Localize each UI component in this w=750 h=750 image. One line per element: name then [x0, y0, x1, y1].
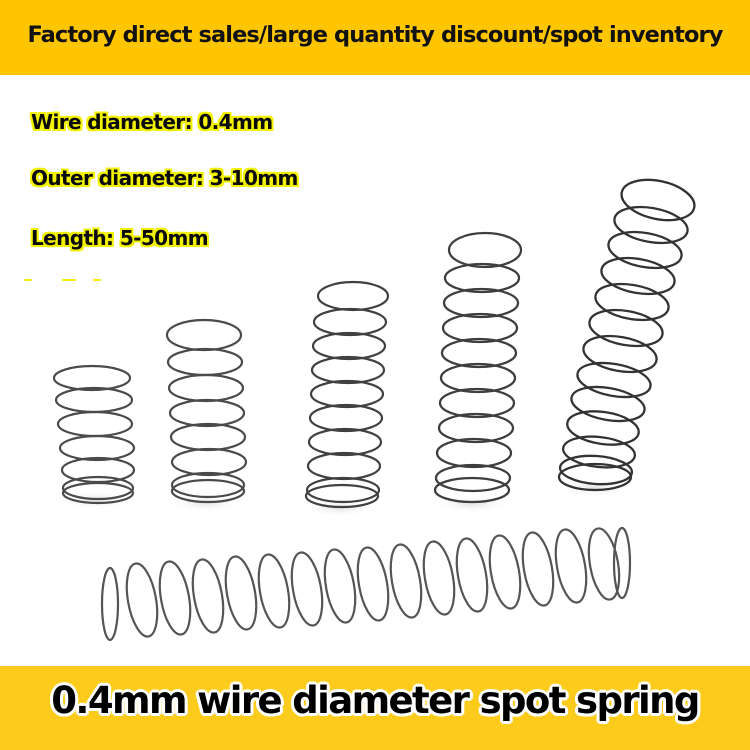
spring-2 [165, 318, 248, 512]
spec-wire-diameter: Wire diameter: 0.4mm [31, 110, 273, 134]
bottom-banner [0, 666, 750, 750]
decorative-dashes [20, 279, 101, 282]
spring-6 [100, 526, 632, 642]
spring-1 [52, 364, 136, 510]
spring-3 [300, 280, 390, 517]
top-banner [0, 0, 750, 75]
spring-4 [430, 231, 523, 513]
spec-outer-diameter: Outer diameter: 3-10mm [31, 166, 298, 190]
spring-5 [556, 178, 696, 498]
bottom-banner-text: 0.4mm wire diameter spot spring [51, 679, 700, 722]
spec-length: Length: 5-50mm [31, 226, 209, 250]
top-banner-text: Factory direct sales/large quantity disc… [27, 22, 724, 48]
